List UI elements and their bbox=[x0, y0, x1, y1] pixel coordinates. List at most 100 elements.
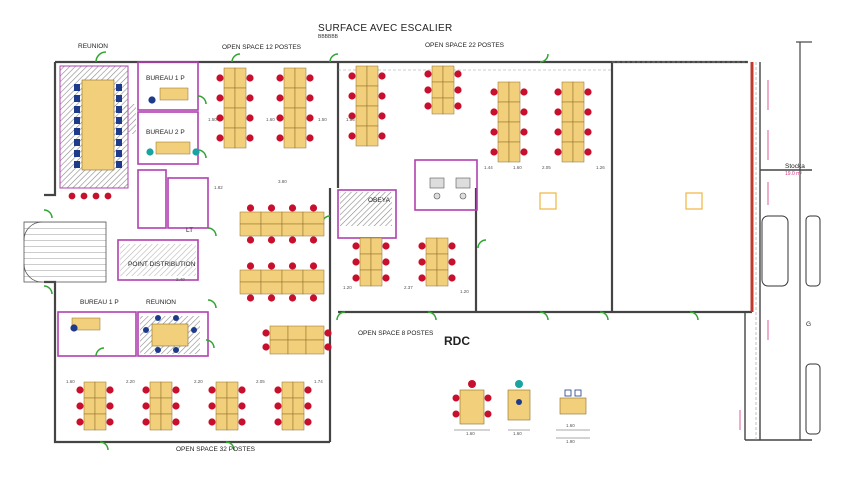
chair bbox=[262, 343, 270, 351]
wc-fixtures bbox=[429, 177, 471, 200]
marker-square bbox=[539, 192, 557, 210]
chair bbox=[267, 262, 276, 270]
chair bbox=[76, 402, 84, 410]
desk bbox=[287, 325, 307, 341]
chair bbox=[116, 95, 122, 102]
desk bbox=[260, 281, 283, 295]
chair bbox=[448, 258, 456, 266]
open-space-12-label: OPEN SPACE 12 POSTES bbox=[222, 44, 301, 51]
desk bbox=[160, 413, 173, 431]
chair bbox=[76, 386, 84, 394]
chair bbox=[288, 294, 297, 302]
desk bbox=[223, 107, 236, 129]
chair bbox=[238, 402, 246, 410]
desk bbox=[239, 211, 262, 225]
chair bbox=[424, 86, 432, 94]
desk-cluster bbox=[239, 262, 325, 302]
desk bbox=[370, 237, 383, 255]
chair bbox=[584, 148, 592, 156]
point-distribution-zone bbox=[120, 244, 196, 276]
desk bbox=[359, 253, 372, 271]
legend-desks bbox=[452, 380, 590, 439]
chair bbox=[246, 294, 255, 302]
desk bbox=[234, 107, 247, 129]
chair bbox=[348, 92, 356, 100]
chair bbox=[274, 418, 282, 426]
chair bbox=[143, 327, 149, 333]
chair bbox=[448, 242, 456, 250]
desk bbox=[561, 121, 574, 143]
chair bbox=[378, 92, 386, 100]
chair bbox=[348, 132, 356, 140]
chair bbox=[288, 262, 297, 270]
desk bbox=[294, 87, 307, 109]
desk bbox=[508, 121, 521, 143]
chair bbox=[288, 236, 297, 244]
desk bbox=[442, 81, 455, 99]
desk bbox=[561, 81, 574, 103]
desk-cluster bbox=[352, 237, 390, 287]
desk bbox=[436, 269, 449, 287]
chair bbox=[116, 117, 122, 124]
marker-square bbox=[685, 192, 703, 210]
dimension-label: 1.20 bbox=[460, 289, 469, 294]
chair bbox=[262, 329, 270, 337]
chair bbox=[288, 204, 297, 212]
chair bbox=[378, 72, 386, 80]
chair bbox=[306, 74, 314, 82]
dimension-label: 1.20 bbox=[343, 285, 352, 290]
desk bbox=[83, 381, 96, 399]
chair bbox=[309, 262, 318, 270]
chair bbox=[74, 161, 80, 168]
chair bbox=[352, 274, 360, 282]
chair bbox=[584, 108, 592, 116]
desk bbox=[497, 101, 510, 123]
desk bbox=[508, 101, 521, 123]
desk bbox=[561, 141, 574, 163]
chair bbox=[382, 258, 390, 266]
chair bbox=[554, 128, 562, 136]
desk-cluster bbox=[348, 65, 386, 147]
desk bbox=[83, 397, 96, 415]
desk bbox=[234, 67, 247, 89]
bureau-1p-bottom-label: BUREAU 1 P bbox=[80, 299, 119, 306]
chair bbox=[116, 128, 122, 135]
plan-title: SURFACE AVEC ESCALIER bbox=[318, 23, 453, 34]
dimension-label: 2.20 bbox=[126, 379, 135, 384]
chair bbox=[142, 402, 150, 410]
desk bbox=[370, 269, 383, 287]
chair bbox=[192, 148, 200, 156]
chair bbox=[74, 139, 80, 146]
desk bbox=[215, 397, 228, 415]
chair bbox=[68, 192, 76, 200]
desk-cluster bbox=[76, 381, 114, 431]
chair bbox=[155, 315, 161, 321]
desk bbox=[149, 397, 162, 415]
chair bbox=[246, 204, 255, 212]
desk bbox=[431, 97, 444, 115]
desk bbox=[366, 125, 379, 147]
chair bbox=[520, 108, 528, 116]
desk-cluster bbox=[208, 381, 246, 431]
chair bbox=[554, 108, 562, 116]
dimension-label: 1.44 bbox=[484, 165, 493, 170]
desk bbox=[355, 125, 368, 147]
chair bbox=[172, 402, 180, 410]
desk bbox=[294, 127, 307, 149]
obeya-label: OBEYA bbox=[368, 197, 390, 204]
desk-cluster bbox=[424, 65, 462, 115]
dimension-label: 1.60 bbox=[266, 117, 275, 122]
chair bbox=[274, 386, 282, 394]
desk bbox=[226, 397, 239, 415]
desk bbox=[302, 211, 325, 225]
chair bbox=[276, 134, 284, 142]
chair bbox=[490, 88, 498, 96]
chair bbox=[208, 418, 216, 426]
chair bbox=[490, 108, 498, 116]
level-label: RDC bbox=[444, 334, 470, 348]
desk bbox=[283, 107, 296, 129]
desk bbox=[215, 381, 228, 399]
chair bbox=[274, 402, 282, 410]
desk bbox=[269, 325, 289, 341]
desk bbox=[223, 67, 236, 89]
